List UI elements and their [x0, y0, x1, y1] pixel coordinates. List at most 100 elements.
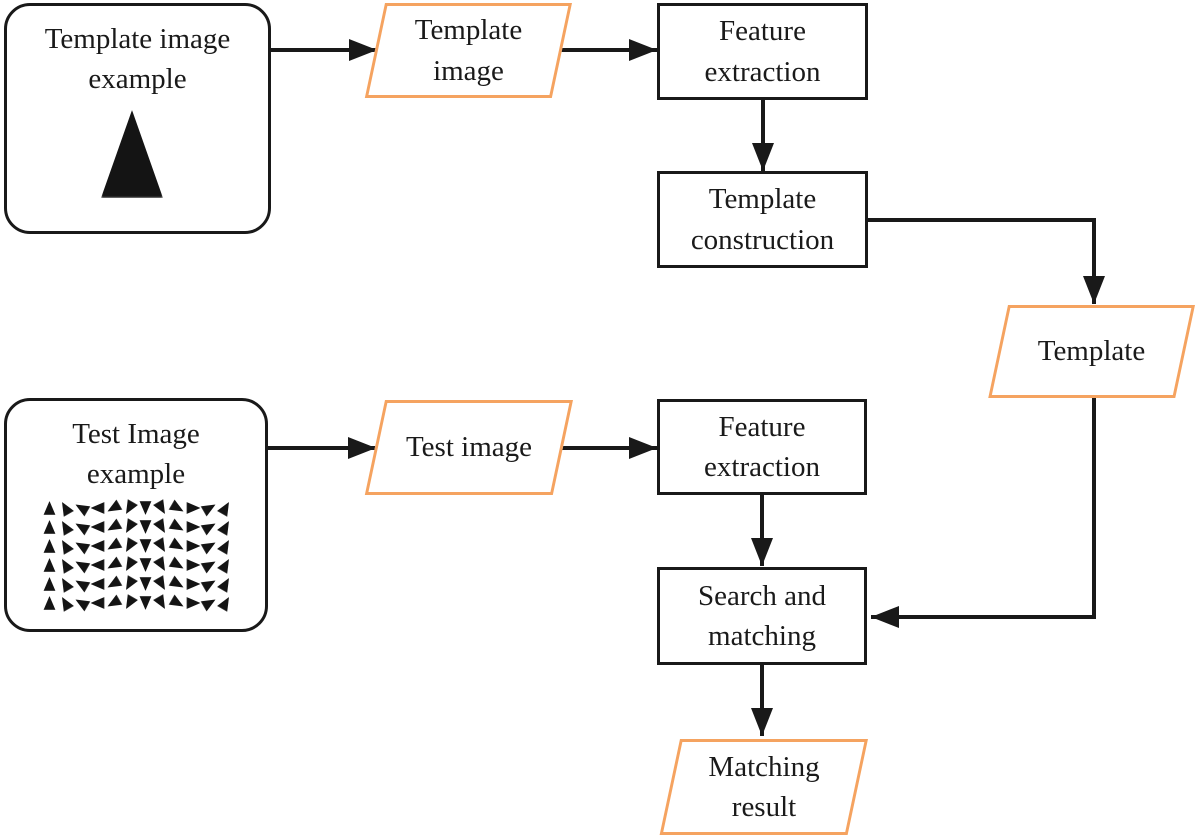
small-triangle-icon [216, 499, 234, 518]
small-triangle-icon [120, 594, 138, 613]
small-triangle-icon [56, 518, 74, 537]
pattern-row [43, 558, 235, 572]
node-label: Template [1037, 335, 1146, 368]
small-triangle-icon [120, 499, 138, 518]
small-triangle-icon [168, 556, 187, 574]
small-triangle-icon [91, 559, 105, 572]
small-triangle-icon [43, 501, 56, 515]
node-label: Template image example [44, 23, 231, 96]
small-triangle-icon [56, 575, 74, 594]
pattern-row [43, 539, 235, 553]
pattern-row [43, 577, 235, 591]
rotated-triangles-pattern [43, 501, 235, 615]
edge-template-to-search-matching [871, 398, 1096, 628]
small-triangle-icon [91, 521, 105, 534]
node-template-image-example: Template image example [4, 3, 271, 234]
node-template-image: Template image [364, 3, 572, 98]
small-triangle-icon [187, 540, 201, 553]
small-triangle-icon [91, 578, 105, 591]
small-triangle-icon [104, 499, 123, 517]
small-triangle-icon [72, 499, 91, 517]
small-triangle-icon [168, 499, 187, 517]
small-triangle-icon [187, 521, 201, 534]
node-label: Search and matching [697, 579, 827, 652]
node-label: Template construction [690, 183, 835, 256]
small-triangle-icon [216, 537, 234, 556]
small-triangle-icon [72, 518, 91, 536]
small-triangle-icon [216, 518, 234, 537]
node-label: Template image [414, 14, 523, 87]
small-triangle-icon [120, 556, 138, 575]
small-triangle-icon [120, 518, 138, 537]
small-triangle-icon [56, 537, 74, 556]
small-triangle-icon [200, 518, 219, 536]
small-triangle-icon [104, 518, 123, 536]
small-triangle-icon [104, 575, 123, 593]
small-triangle-icon [200, 499, 219, 517]
small-triangle-icon [168, 537, 187, 555]
small-triangle-icon [104, 556, 123, 574]
small-triangle-icon [139, 501, 152, 515]
small-triangle-icon [91, 597, 105, 610]
small-triangle-icon [139, 539, 152, 553]
small-triangle-icon [91, 502, 105, 515]
small-triangle-icon [216, 575, 234, 594]
small-triangle-icon [72, 556, 91, 574]
small-triangle-icon [152, 556, 170, 575]
small-triangle-icon [56, 594, 74, 613]
small-triangle-icon [200, 594, 219, 612]
small-triangle-icon [43, 558, 56, 572]
edge-template-construction-to-template [866, 218, 1105, 304]
small-triangle-icon [72, 537, 91, 555]
small-triangle-icon [152, 518, 170, 537]
node-label: Test image [405, 431, 532, 464]
node-search-and-matching: Search and matching [657, 567, 867, 665]
small-triangle-icon [56, 499, 74, 518]
node-matching-result: Matching result [659, 739, 868, 835]
small-triangle-icon [72, 575, 91, 593]
node-template-construction: Template construction [657, 171, 868, 268]
small-triangle-icon [187, 597, 201, 610]
small-triangle-icon [152, 594, 170, 613]
small-triangle-icon [43, 539, 56, 553]
node-feature-extraction-bottom: Feature extraction [657, 399, 867, 495]
small-triangle-icon [43, 596, 56, 610]
small-triangle-icon [152, 499, 170, 518]
small-triangle-icon [139, 558, 152, 572]
small-triangle-icon [43, 577, 56, 591]
small-triangle-icon [168, 594, 187, 612]
small-triangle-icon [104, 537, 123, 555]
node-label: Feature extraction [704, 410, 820, 483]
small-triangle-icon [152, 575, 170, 594]
small-triangle-icon [139, 596, 152, 610]
triangle-icon [101, 110, 163, 198]
node-label: Test Image example [72, 418, 200, 491]
small-triangle-icon [168, 518, 187, 536]
small-triangle-icon [139, 577, 152, 591]
node-feature-extraction-top: Feature extraction [657, 3, 868, 100]
small-triangle-icon [120, 575, 138, 594]
small-triangle-icon [104, 594, 123, 612]
node-label: Matching result [708, 750, 820, 823]
small-triangle-icon [200, 537, 219, 555]
pattern-row [43, 596, 235, 610]
node-label: Feature extraction [704, 15, 821, 88]
small-triangle-icon [216, 594, 234, 613]
small-triangle-icon [216, 556, 234, 575]
small-triangle-icon [200, 575, 219, 593]
small-triangle-icon [200, 556, 219, 574]
small-triangle-icon [120, 537, 138, 556]
small-triangle-icon [152, 537, 170, 556]
small-triangle-icon [168, 575, 187, 593]
small-triangle-icon [187, 502, 201, 515]
node-test-image: Test image [364, 400, 573, 495]
node-template: Template [988, 305, 1195, 398]
small-triangle-icon [187, 559, 201, 572]
small-triangle-icon [72, 594, 91, 612]
small-triangle-icon [56, 556, 74, 575]
small-triangle-icon [91, 540, 105, 553]
small-triangle-icon [187, 578, 201, 591]
small-triangle-icon [43, 520, 56, 534]
